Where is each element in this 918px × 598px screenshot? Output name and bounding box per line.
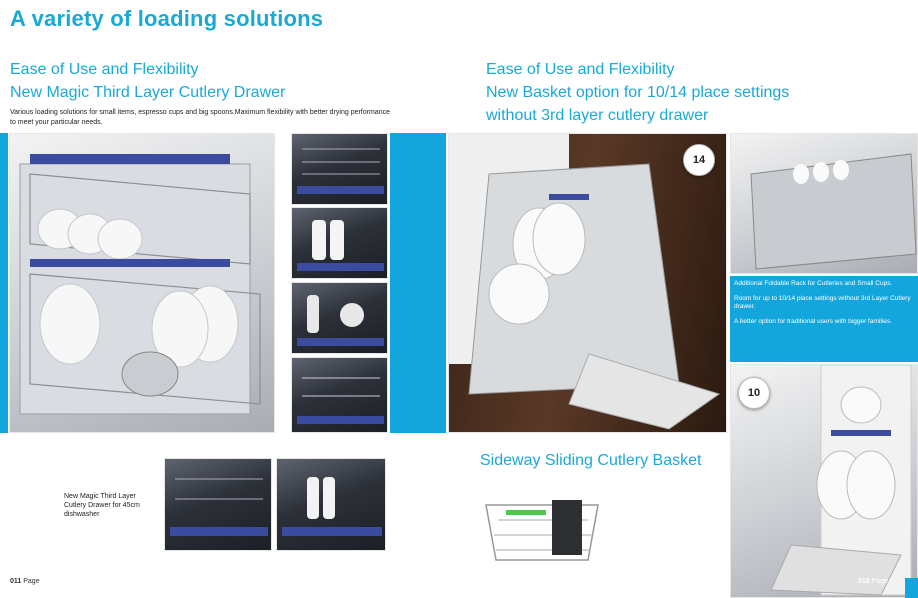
caption-line-3: dishwasher: [64, 511, 100, 518]
info-box: Additional Foldable Rack for Cutleries a…: [730, 276, 918, 362]
info-place-settings: Room for up to 10/14 place settings with…: [734, 294, 911, 311]
dishwasher-main-photo: [9, 133, 275, 433]
caption-line-1: New Magic Third Layer: [64, 493, 136, 500]
cutlery-insert: [552, 500, 582, 555]
dishwasher-illustration: [19, 154, 261, 415]
left-accent-band: [0, 133, 8, 433]
page-title: A variety of loading solutions: [10, 6, 324, 31]
center-accent-band: [390, 133, 446, 433]
left-body-line-2: to meet your particular needs.: [10, 119, 103, 126]
right-corner-band: [905, 578, 918, 598]
green-handle: [506, 510, 546, 515]
right-heading-new-basket: New Basket option for 10/14 place settin…: [486, 84, 790, 101]
drawer-thumbnail-1: [291, 133, 388, 205]
badge-10: 10: [738, 377, 770, 409]
drawer-45cm-photo-1: [164, 458, 272, 551]
info-traditional-users: A better option for traditional users wi…: [734, 317, 892, 325]
badge-14: 14: [683, 144, 715, 176]
dishwasher-14-photo: [448, 133, 727, 433]
drawer-thumbnail-4: [291, 357, 388, 433]
drawer-thumbnail-3: [291, 282, 388, 354]
cutlery-basket-photo: [478, 480, 606, 575]
right-page-number: 012 Page: [858, 578, 888, 585]
left-page-number: 011 Page: [10, 578, 40, 585]
left-heading-ease-of-use: Ease of Use and Flexibility: [10, 61, 199, 78]
left-heading-magic-drawer: New Magic Third Layer Cutlery Drawer: [10, 84, 286, 101]
cutlery-drawer-handle: [30, 154, 230, 164]
right-heading-ease-of-use: Ease of Use and Flexibility: [486, 61, 675, 78]
foldable-rack-photo: [730, 133, 918, 274]
basket-heading: Sideway Sliding Cutlery Basket: [480, 452, 702, 469]
right-heading-without-drawer: without 3rd layer cutlery drawer: [486, 107, 709, 124]
caption-line-2: Cutlery Drawer for 45cm: [64, 502, 140, 509]
info-foldable-rack: Additional Foldable Rack for Cutleries a…: [734, 280, 893, 287]
left-body-line-1: Various loading solutions for small item…: [10, 109, 390, 116]
drawer-thumbnail-2: [291, 207, 388, 279]
drawer-45cm-photo-2: [276, 458, 386, 551]
